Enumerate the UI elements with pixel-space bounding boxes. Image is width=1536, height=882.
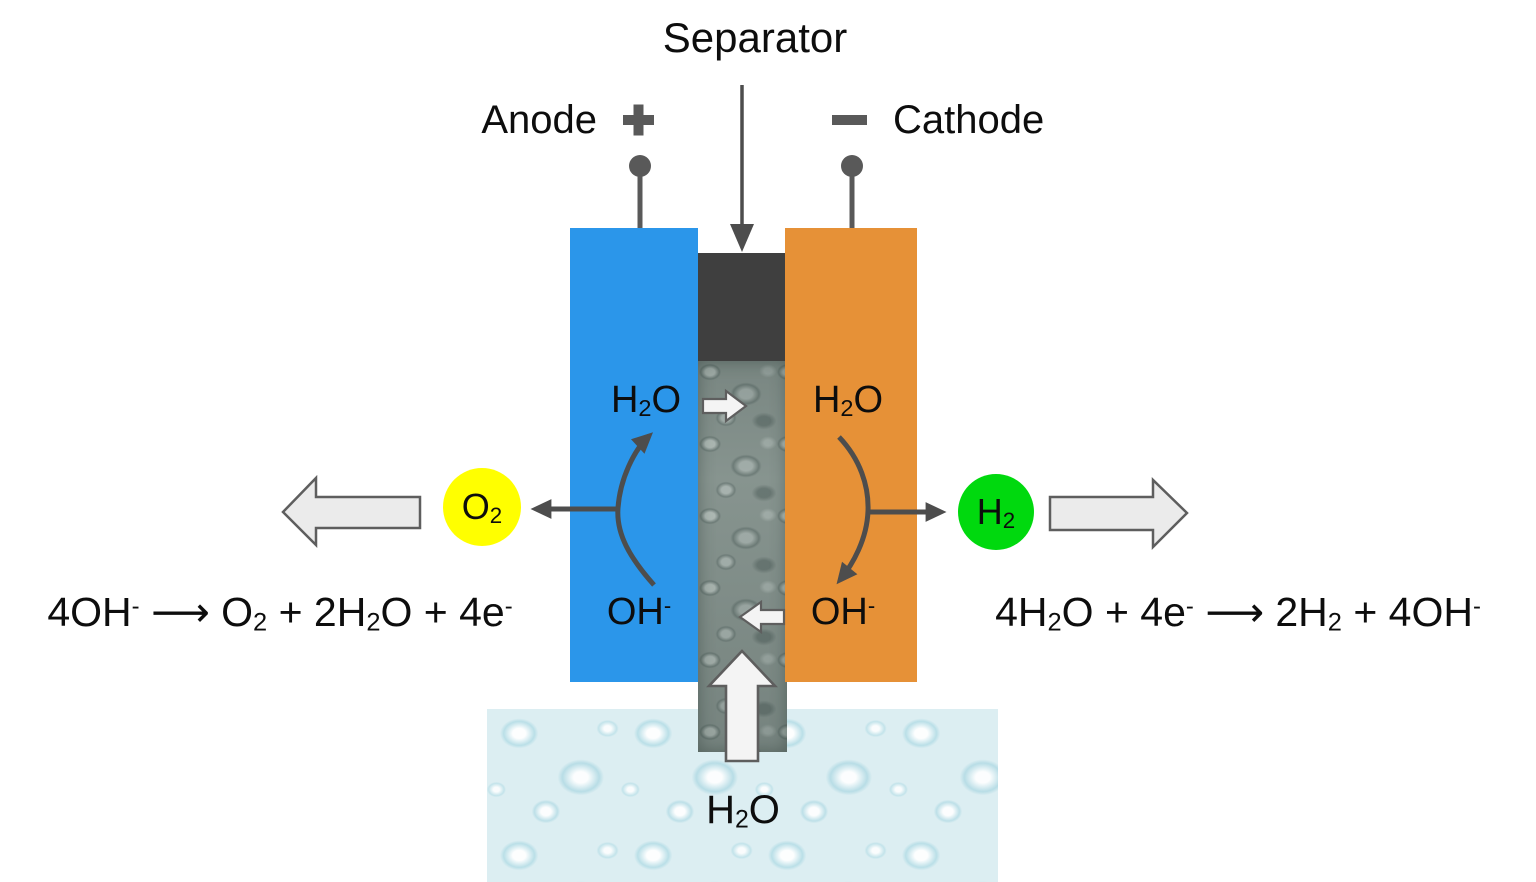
cathode-label: Cathode — [893, 98, 1045, 142]
plus-icon — [623, 104, 654, 136]
separator-top-block — [698, 253, 787, 361]
h2-outflow-block-arrow — [1048, 477, 1189, 551]
o2-product-badge: O2 — [443, 468, 521, 546]
cathode-terminal-dot-icon — [841, 155, 863, 177]
anode-label: Anode — [481, 98, 597, 142]
h2-product-badge: H2 — [958, 474, 1034, 550]
cathode-half-reaction: 4H2O + 4e- ⟶ 2H2 + 4OH- — [995, 589, 1481, 637]
separator-title: Separator — [662, 14, 848, 61]
h2o-label-cathode: H2O — [812, 379, 884, 422]
o2-product-label: O2 — [461, 486, 503, 529]
oh-label-anode: OH- — [606, 591, 672, 633]
anode-half-reaction: 4OH- ⟶ O2 + 2H2O + 4e- — [47, 589, 513, 637]
h2o-label-anode: H2O — [610, 379, 682, 422]
h2o-feed-label: H2O — [706, 788, 780, 834]
anode-terminal-dot-icon — [629, 155, 651, 177]
minus-icon — [832, 115, 867, 125]
h2-product-label: H2 — [976, 491, 1016, 534]
separator-membrane — [698, 361, 787, 752]
separator-pointer-head — [730, 224, 754, 252]
o2-outflow-block-arrow — [281, 474, 422, 549]
oh-label-cathode: OH- — [810, 591, 876, 633]
